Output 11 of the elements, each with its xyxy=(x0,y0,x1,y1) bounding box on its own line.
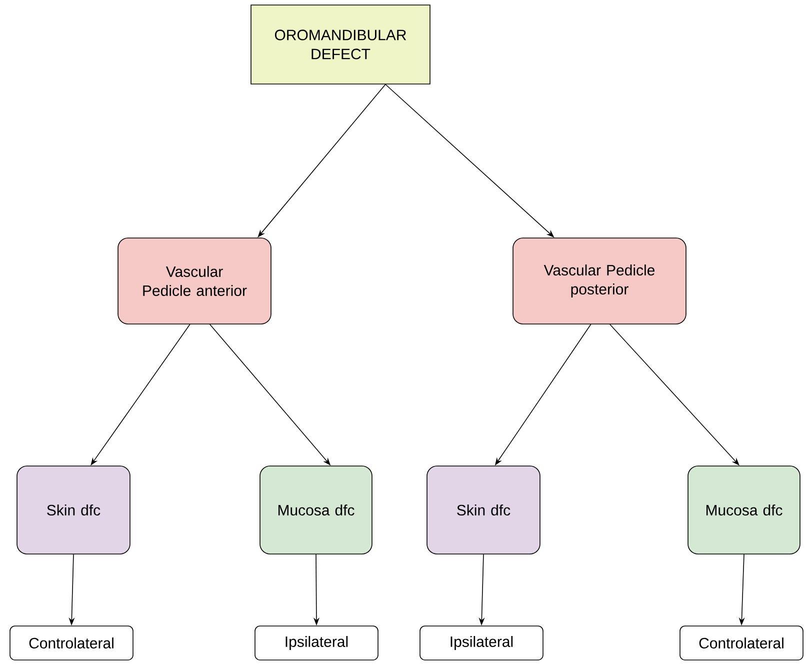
process-box: Mucosa dfc xyxy=(688,466,800,554)
process-box: Mucosa dfc xyxy=(260,466,372,554)
title-box: OROMANDIBULAR DEFECT xyxy=(250,4,430,84)
process-box: Skin dfc xyxy=(16,466,130,554)
outcome-box: Ipsilateral xyxy=(420,626,544,660)
process-box: Vascular Pedicle posterior xyxy=(512,238,686,324)
outcome-box: Ipsilateral xyxy=(254,626,378,660)
process-box: Vascular Pedicle anterior xyxy=(118,238,272,324)
process-box: Skin dfc xyxy=(426,466,540,554)
outcome-box: Controlateral xyxy=(680,626,804,660)
outcome-box: Controlateral xyxy=(10,626,134,660)
